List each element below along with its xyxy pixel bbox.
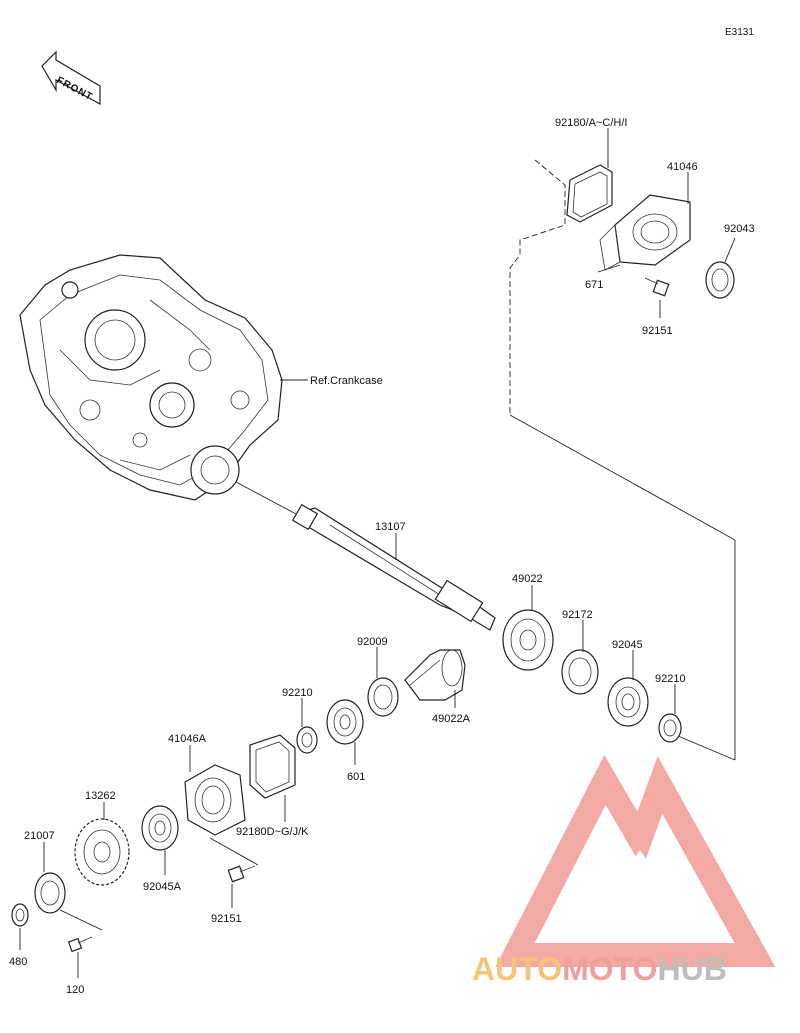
housing-41046a (184, 764, 246, 836)
watermark-text: AUTOMOTOHUB (472, 951, 727, 987)
ring-92210-left (296, 726, 318, 754)
front-arrow-icon: FRONT (41, 50, 101, 106)
label-92172: 92172 (562, 609, 593, 621)
label-671: 671 (585, 279, 603, 291)
bearing-92045a (141, 805, 179, 851)
watermark-moto: MOTO (562, 951, 657, 987)
bolt-120 (67, 936, 93, 953)
shaft-13107 (291, 503, 496, 631)
watermark-auto: AUTO (472, 951, 562, 987)
label-92043: 92043 (724, 223, 755, 235)
label-92210-left: 92210 (282, 687, 313, 699)
bearing-92045 (607, 677, 649, 727)
label-480: 480 (9, 956, 27, 968)
plate-21007 (34, 872, 66, 914)
label-92009: 92009 (357, 636, 388, 648)
label-49022a: 49022A (432, 713, 471, 725)
label-92151-top: 92151 (642, 325, 673, 337)
label-92180d: 92180D~G/J/K (236, 826, 309, 838)
ring-92009 (367, 677, 399, 717)
bolt-92151-top (644, 277, 670, 297)
ref-crankcase-label: Ref.Crankcase (310, 375, 383, 387)
label-13262: 13262 (85, 790, 116, 802)
oil-seal-92043 (705, 261, 735, 299)
label-92045: 92045 (612, 639, 643, 651)
label-92045a: 92045A (143, 881, 182, 893)
crankcase-illustration (19, 254, 283, 501)
label-41046: 41046 (667, 161, 698, 173)
diagram-code: E3131 (725, 27, 754, 38)
label-13107: 13107 (375, 521, 406, 533)
label-92180-top: 92180/A~C/H/I (555, 117, 627, 129)
label-41046a: 41046A (168, 733, 207, 745)
svg-text:AUTOMOTOHUB: AUTOMOTOHUB (472, 951, 727, 987)
watermark-logo-icon (495, 755, 776, 967)
label-601: 601 (347, 771, 365, 783)
label-92151-bottom: 92151 (211, 913, 242, 925)
gear-49022 (502, 609, 554, 671)
ring-92210-right (658, 713, 682, 743)
ring-92172 (561, 649, 599, 695)
watermark-hub: HUB (657, 951, 726, 987)
gear-13262 (74, 818, 130, 886)
gasket-92180-top (566, 164, 613, 223)
label-21007: 21007 (24, 830, 55, 842)
label-92210-right: 92210 (655, 673, 686, 685)
label-49022: 49022 (512, 573, 543, 585)
gear-49022a (404, 649, 466, 701)
bearing-601 (326, 699, 364, 745)
label-120: 120 (66, 984, 84, 996)
housing-41046 (599, 194, 691, 271)
circlip-480 (11, 903, 29, 927)
gasket-92180d (249, 734, 296, 799)
bolt-92151-bottom (227, 865, 256, 883)
